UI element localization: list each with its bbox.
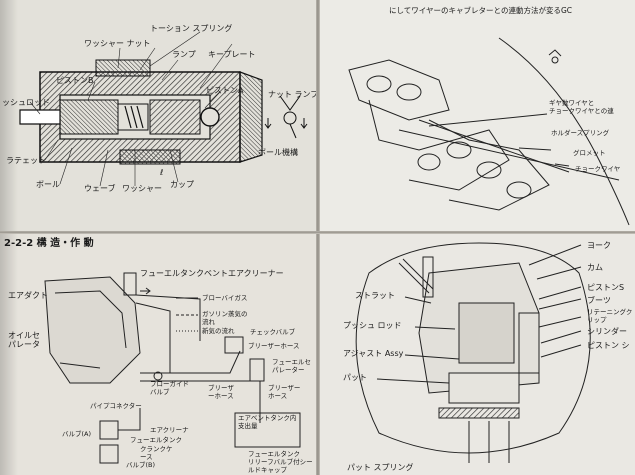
cutaway-diagram [19, 31, 308, 187]
caliper-diagram [355, 242, 591, 463]
label-cup: カップ [170, 180, 194, 189]
label-washer: ワッシャー [122, 184, 162, 193]
label-pipe-connector: パイプコネクター [90, 402, 142, 410]
book-fold-horizontal [0, 231, 635, 234]
label-fresh-air: 新気の流れ [202, 327, 235, 335]
label-ell: ℓ [160, 168, 164, 177]
label-piston-b: ピストンB [56, 76, 94, 85]
label-choke-wire2: チョークワイヤ [575, 165, 621, 173]
label-valve-a: バルブ(A) [62, 430, 92, 438]
label-retaining-clip: リテーニングクリップ [587, 308, 633, 324]
label-blow-by: ブローバイガス [202, 294, 248, 302]
label-breather-hose2: ブリーザーホース [208, 384, 234, 400]
label-oil-separator: オイルセパレータ [8, 331, 40, 349]
ball-icon [200, 107, 220, 127]
label-flow-guide-valve: フローガイドバルブ [150, 380, 189, 396]
label-gear-wire: ギヤ数ワイヤと [549, 99, 595, 107]
label-check-valve: チェックバルブ [250, 328, 296, 336]
page-bottom-left: 2-2-2 構 造・作 動 フューエルタンクベントエアクリーナー エアダクト ブ… [0, 233, 318, 475]
section-title: 2-2-2 構 造・作 動 [4, 238, 94, 249]
label-cam: カム [587, 263, 603, 272]
label-ball-mechanism: ボール機構 [258, 148, 298, 157]
label-fuel-separator: フューエルセパレーター [272, 358, 311, 374]
label-pad: パット [343, 373, 367, 382]
label-yoke: ヨーク [587, 241, 611, 250]
label-washer-nut: ワッシャー ナット [84, 39, 151, 48]
label-strut: ストラット [355, 291, 395, 300]
label-holder-spring: ホルダースプリング [551, 129, 610, 137]
label-push-rod: ッシュロッド [2, 98, 50, 107]
push-rod [19, 109, 61, 125]
label-piston-s: ピストンS [587, 283, 625, 292]
fuel-system-diagram [44, 272, 301, 464]
ball-mechanism-sketch [264, 95, 308, 139]
label-fuel-tank2: フューエルタンク [248, 450, 300, 458]
label-valve-b: バルブ(B) [126, 461, 156, 469]
header-text: にしてワイヤーのキャブレターとの連動方法が変るGC [389, 6, 573, 15]
page-bottom-right: ヨーク カム ストラット ピストンS ブーツ プッシュ ロッド リテーニングクリ… [319, 233, 635, 475]
label-adjust-assy: アジャスト Assy [343, 349, 404, 358]
label-fuel-tank-outlet: エアベントタンク内支出量 [238, 414, 297, 430]
label-ball: ボール [36, 180, 60, 189]
label-fuel-tank: フューエルタンク [130, 436, 182, 444]
label-gasoline-vapor: ガソリン蒸気の流れ [202, 310, 248, 326]
label-choke-wire: チョークワイヤとの連 [549, 107, 614, 115]
label-ratchet: ラテェット [6, 156, 46, 165]
book-fold-vertical [316, 0, 320, 475]
page-top-right: にしてワイヤーのキャブレターとの連動方法が変るGC ギヤ数ワイヤと チョークワイ… [319, 0, 635, 232]
page-top-left: トーション スプリング ワッシャー ナット ランプ キープレート ピストンB ピ… [0, 0, 318, 232]
label-crank-case: クランクケース [140, 445, 173, 461]
label-cylinder: シリンダー [587, 327, 627, 336]
carburetor-diagram [348, 37, 630, 226]
label-torsion-spring: トーション スプリング [150, 24, 233, 33]
label-key-plate: キープレート [208, 50, 256, 59]
label-boot: ブーツ [587, 296, 611, 305]
label-push-rod-br: プッシュ ロッド [343, 321, 402, 330]
label-fuel-tank-vent: フューエルタンクベントエアクリーナー [140, 269, 284, 278]
label-grommet: グロメット [573, 149, 606, 157]
label-air-cleaner: エアクリーナ [150, 426, 189, 434]
label-piston-a: ピストンA [206, 86, 244, 95]
label-wave: ウェーブ [84, 184, 116, 193]
label-lamp: ランプ [172, 50, 196, 59]
label-relief-valve: リリーフバルブ付シールドキャップ [248, 458, 313, 474]
label-piston-sub: ピストン シ [587, 341, 630, 350]
label-breather-hose3: ブリーザーホース [268, 384, 301, 400]
label-breather-hose: ブリーザーホース [248, 342, 300, 350]
label-nut-lamp: ナット ランプ [268, 90, 318, 99]
label-pad-spring: パット スプリング [347, 463, 414, 472]
label-air-duct: エアダクト [8, 291, 48, 300]
